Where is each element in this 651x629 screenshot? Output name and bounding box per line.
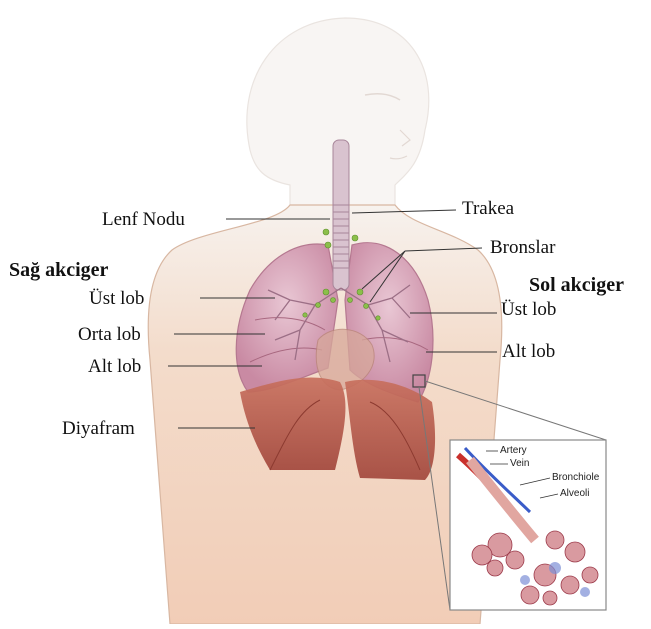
label-diyafram: Diyafram (62, 419, 135, 438)
inset-label-bronchiole: Bronchiole (552, 473, 599, 483)
label-orta-lob: Orta lob (78, 325, 141, 344)
label-alt-lob-right: Alt lob (88, 357, 141, 376)
label-ust-lob-right: Üst lob (89, 289, 144, 308)
inset-label-vein: Vein (510, 459, 529, 469)
label-lenf-nodu: Lenf Nodu (102, 210, 185, 229)
label-trakea: Trakea (462, 199, 514, 218)
label-alt-lob-left: Alt lob (502, 342, 555, 361)
label-sol-akciger: Sol akciger (529, 275, 624, 295)
label-ust-lob-left: Üst lob (501, 300, 556, 319)
label-sag-akciger: Sağ akciger (9, 260, 108, 280)
inset-label-alveoli: Alveoli (560, 489, 589, 499)
inset-label-artery: Artery (500, 446, 527, 456)
label-bronslar: Bronslar (490, 238, 555, 257)
trachea (333, 140, 349, 290)
